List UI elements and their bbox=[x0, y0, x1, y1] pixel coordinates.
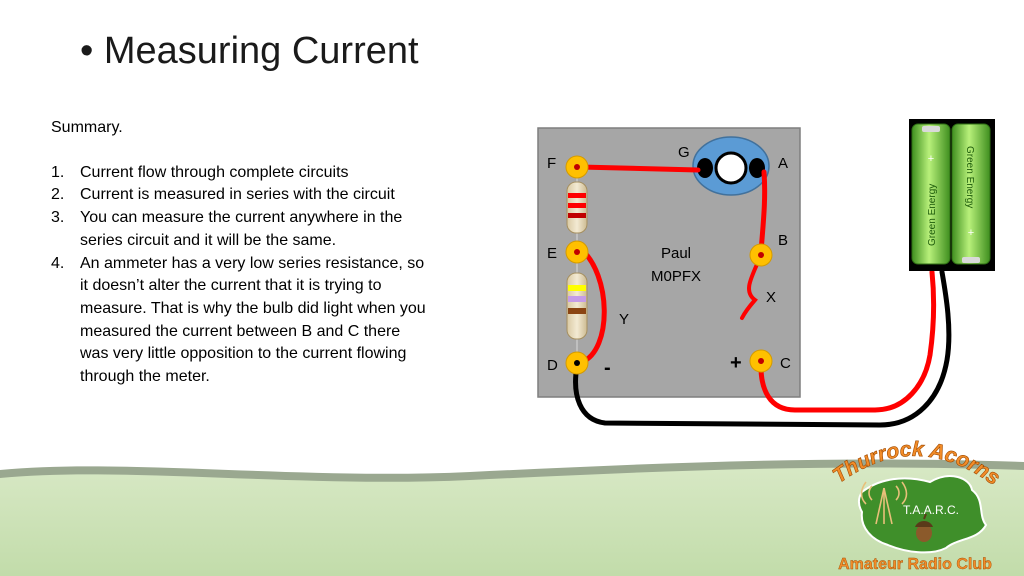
summary-item: 4. An ammeter has a very low series resis… bbox=[51, 253, 431, 389]
summary-item-text: An ammeter has a very low series resista… bbox=[80, 254, 426, 386]
wire-b-to-x bbox=[740, 260, 760, 320]
logo-tagline: Amateur Radio Club bbox=[838, 556, 992, 573]
terminal-label-g: G bbox=[678, 144, 690, 161]
svg-text:+: + bbox=[928, 153, 934, 165]
resistor-lower bbox=[566, 255, 588, 360]
terminal-label-c: C bbox=[780, 355, 791, 372]
bulb-icon bbox=[714, 151, 748, 185]
svg-text:+: + bbox=[968, 227, 974, 239]
resistor-upper bbox=[566, 170, 588, 250]
logo-initials: T.A.A.R.C. bbox=[903, 503, 959, 517]
bulb-contact-right bbox=[749, 158, 765, 178]
wire-black-d-to-battery bbox=[573, 269, 952, 428]
polarity-minus: - bbox=[604, 357, 611, 379]
terminal-b bbox=[749, 243, 773, 267]
terminal-f bbox=[565, 155, 589, 179]
terminal-label-a: A bbox=[778, 155, 788, 172]
summary-list: 1. Current flow through complete circuits… bbox=[51, 162, 431, 389]
battery-pack: + + Green Energy Green Energy bbox=[909, 119, 995, 271]
summary-item-text: Current flow through complete circuits bbox=[80, 163, 349, 181]
battery-cell-label: Green Energy bbox=[927, 184, 938, 246]
summary-item: 2. Current is measured in series with the… bbox=[51, 184, 431, 207]
bulb-contact-left bbox=[697, 158, 713, 178]
slide-title: • Measuring Current bbox=[80, 30, 419, 72]
author-callsign: M0PFX bbox=[651, 268, 701, 285]
terminal-label-f: F bbox=[547, 155, 556, 172]
terminal-e bbox=[565, 240, 589, 264]
summary-heading: Summary. bbox=[51, 119, 123, 136]
county-map-shape bbox=[858, 475, 988, 554]
author-name: Paul bbox=[661, 245, 691, 262]
summary-item-number: 3. bbox=[51, 209, 65, 227]
summary-item-text: You can measure the current anywhere in … bbox=[80, 209, 403, 249]
summary-item-number: 2. bbox=[51, 186, 65, 204]
wire-f-to-g bbox=[577, 164, 701, 173]
terminal-label-b: B bbox=[778, 232, 788, 249]
polarity-plus: + bbox=[730, 352, 742, 374]
acorn-icon bbox=[915, 513, 933, 542]
summary-item-number: 4. bbox=[51, 254, 65, 272]
summary-item-text: Current is measured in series with the c… bbox=[80, 186, 395, 204]
summary-item: 3. You can measure the current anywhere i… bbox=[51, 207, 431, 252]
summary-item: 1. Current flow through complete circuits bbox=[51, 162, 431, 185]
label-y: Y bbox=[619, 311, 629, 328]
label-x: X bbox=[766, 289, 776, 306]
grass-band bbox=[0, 467, 1024, 576]
summary-block: Summary. 1. Current flow through complete… bbox=[51, 117, 431, 389]
antenna-icon bbox=[860, 481, 908, 525]
wire-red-c-to-battery bbox=[758, 269, 937, 413]
terminal-label-d: D bbox=[547, 357, 558, 374]
battery-cell-label: Green Energy bbox=[964, 146, 975, 208]
terminal-d bbox=[565, 351, 589, 375]
terminal-label-e: E bbox=[547, 245, 557, 262]
summary-item-number: 1. bbox=[51, 163, 65, 181]
wire-e-to-d bbox=[577, 245, 607, 365]
terminal-c bbox=[749, 349, 773, 373]
